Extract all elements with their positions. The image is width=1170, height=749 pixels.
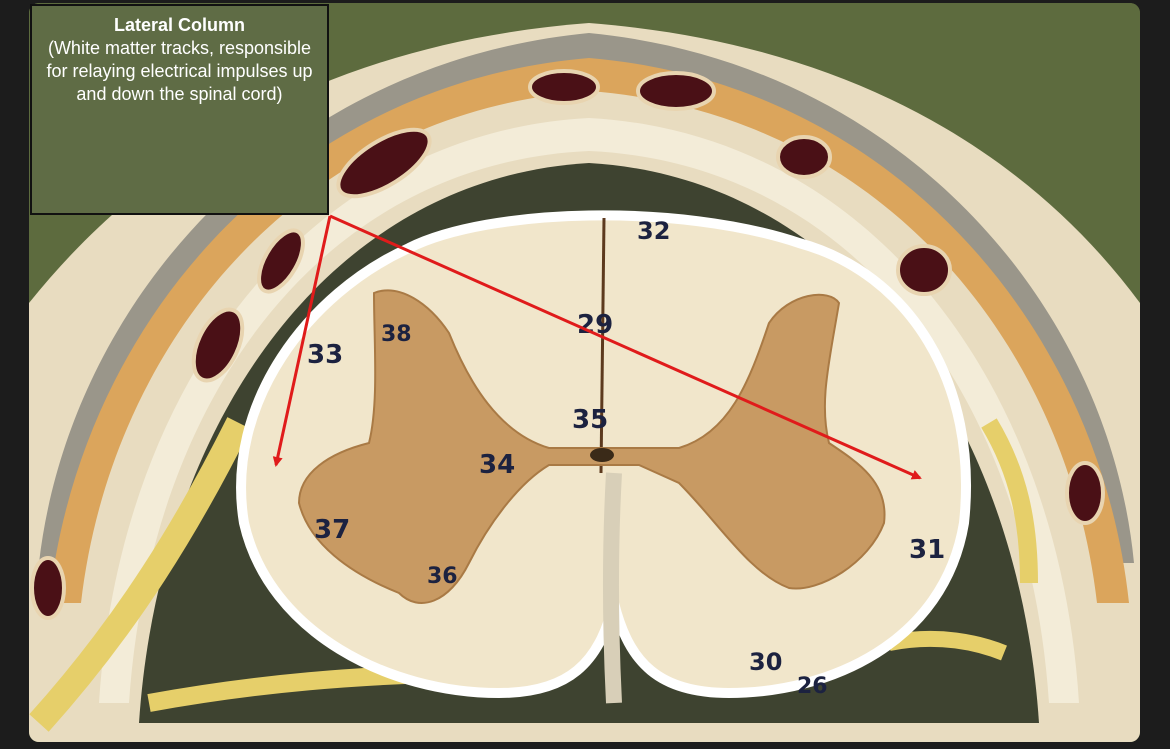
model-label-26: 26 bbox=[797, 674, 828, 699]
arrow-to-right-lateral-column bbox=[329, 214, 922, 480]
model-label-31: 31 bbox=[909, 535, 945, 565]
gray-matter bbox=[297, 289, 886, 604]
model-label-30: 30 bbox=[749, 648, 782, 676]
model-label-36: 36 bbox=[427, 564, 458, 589]
anterior-median-fissure bbox=[602, 472, 622, 704]
vessel bbox=[896, 244, 952, 296]
model-label-37: 37 bbox=[314, 515, 350, 545]
nerve-root bbox=[29, 417, 251, 732]
arrow-to-left-lateral-column bbox=[272, 215, 332, 467]
annotation-title: Lateral Column bbox=[113, 15, 246, 35]
annotation-label-box: Lateral Column (White matter tracks, res… bbox=[30, 4, 329, 215]
vessel bbox=[636, 71, 716, 111]
vessel bbox=[336, 127, 432, 199]
vessel bbox=[1065, 461, 1105, 525]
model-label-38: 38 bbox=[381, 322, 412, 347]
nerve-root bbox=[981, 418, 1038, 584]
model-label-34: 34 bbox=[479, 450, 515, 480]
vessel bbox=[257, 228, 305, 294]
model-label-35: 35 bbox=[572, 405, 608, 435]
model-label-32: 32 bbox=[637, 217, 670, 245]
vessel bbox=[528, 69, 600, 105]
vessel bbox=[776, 135, 832, 179]
model-label-33: 33 bbox=[307, 340, 343, 370]
nerve-root bbox=[887, 630, 1007, 661]
central-canal bbox=[590, 448, 614, 462]
posterior-median-septum bbox=[599, 217, 606, 474]
vessel bbox=[191, 307, 245, 383]
annotation-description: (White matter tracks, responsible for re… bbox=[46, 38, 313, 104]
vessel bbox=[30, 556, 66, 620]
